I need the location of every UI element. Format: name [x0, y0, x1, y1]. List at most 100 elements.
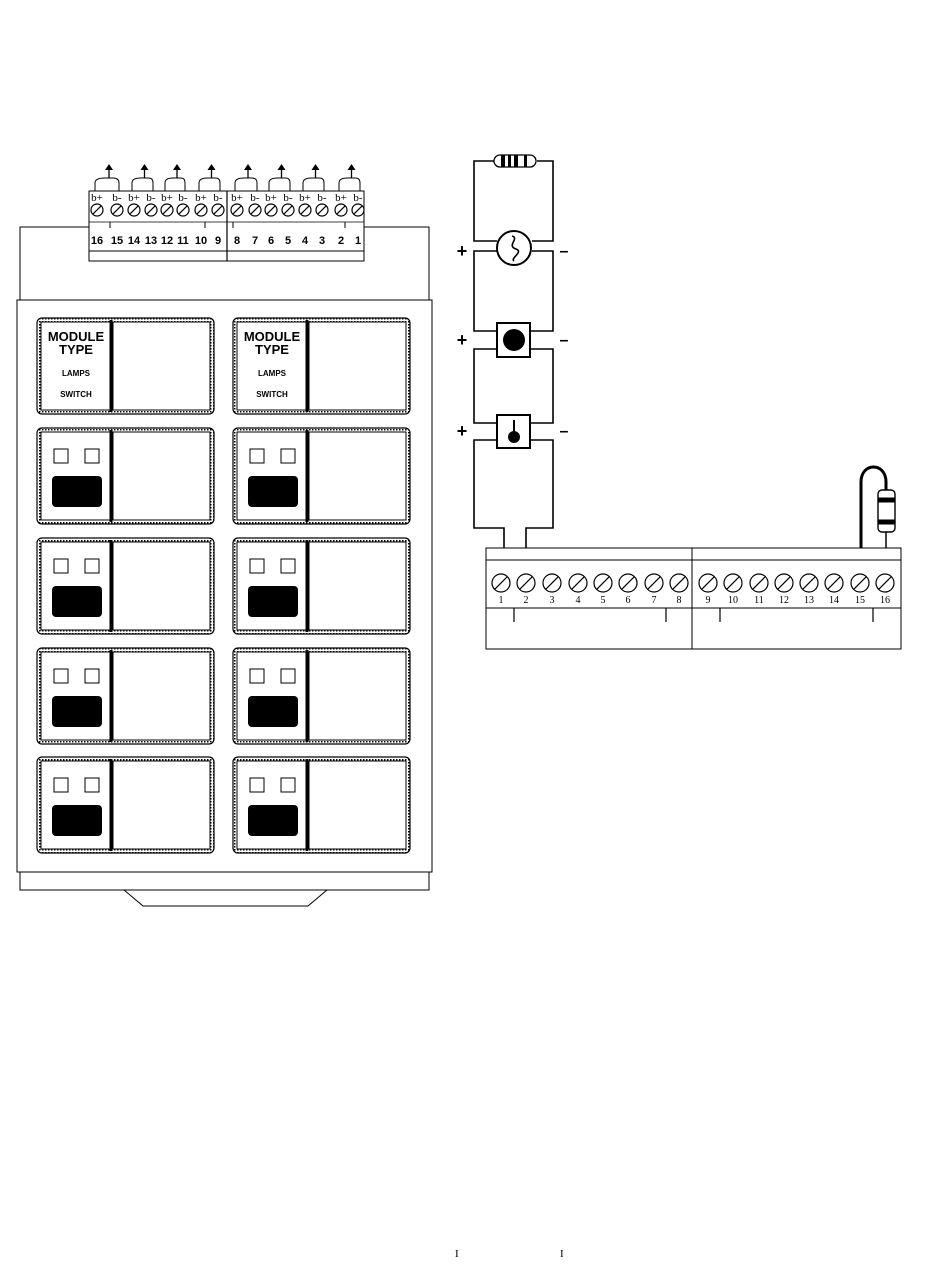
polarity-minus-label: b-	[250, 192, 260, 204]
terminal-screw	[645, 574, 663, 592]
switch-label: SWITCH	[60, 390, 92, 399]
terminal-number: 2	[338, 235, 344, 247]
terminal-screw	[517, 574, 535, 592]
indicator-lamp	[250, 559, 264, 573]
terminal-number: 10	[728, 595, 738, 606]
polarity-minus-mark: –	[560, 243, 569, 260]
terminal-screw	[282, 204, 294, 216]
terminal-number: 3	[550, 595, 555, 606]
terminal-number: 5	[285, 235, 291, 247]
polarity-plus-label: b+	[91, 192, 103, 204]
end-of-line-resistor-icon	[494, 155, 536, 167]
terminal-number: 14	[128, 235, 141, 247]
heat-detector-icon	[497, 231, 531, 265]
terminal-screw	[876, 574, 894, 592]
terminal-number: 16	[880, 595, 890, 606]
terminal-number: 8	[677, 595, 682, 606]
terminal-number: 14	[829, 595, 839, 606]
zone-module	[233, 648, 410, 744]
zone-module	[37, 428, 214, 524]
zone-switch-button[interactable]	[52, 586, 102, 617]
indicator-lamp	[54, 669, 68, 683]
terminal-screw	[212, 204, 224, 216]
indicator-lamp	[281, 449, 295, 463]
module-type-label: TYPE	[255, 342, 289, 357]
indicator-lamp	[281, 778, 295, 792]
polarity-plus-mark: +	[457, 421, 468, 441]
terminal-number: 3	[319, 235, 325, 247]
terminal-screw	[670, 574, 688, 592]
polarity-plus-mark: +	[457, 241, 468, 261]
zone-switch-button[interactable]	[248, 586, 298, 617]
terminal-number: 7	[252, 235, 258, 247]
terminal-number: 11	[754, 595, 764, 606]
terminal-screw	[128, 204, 140, 216]
terminal-screw	[724, 574, 742, 592]
indicator-lamp	[85, 559, 99, 573]
terminal-screw	[231, 204, 243, 216]
up-arrow-icon	[132, 164, 153, 191]
lamps-label: LAMPS	[62, 369, 91, 378]
indicator-lamp	[54, 778, 68, 792]
zone-switch-button[interactable]	[248, 696, 298, 727]
polarity-plus-label: b+	[128, 192, 140, 204]
terminal-screw	[569, 574, 587, 592]
terminal-number: 6	[268, 235, 274, 247]
terminal-number: 16	[91, 235, 103, 247]
up-arrow-icon	[269, 164, 290, 191]
up-arrow-icon	[165, 164, 185, 191]
switch-label: SWITCH	[256, 390, 288, 399]
terminal-screw	[699, 574, 717, 592]
terminal-number: 4	[302, 235, 309, 247]
up-arrow-icon	[95, 164, 119, 191]
zone-switch-button[interactable]	[52, 696, 102, 727]
terminal-screw	[265, 204, 277, 216]
zone-switch-button[interactable]	[248, 476, 298, 507]
polarity-minus-label: b-	[112, 192, 122, 204]
terminal-screw	[316, 204, 328, 216]
module-label-card: MODULETYPELAMPSSWITCH	[37, 318, 214, 414]
terminal-number: 13	[145, 235, 157, 247]
zone-switch-button[interactable]	[52, 805, 102, 836]
terminal-screw	[177, 204, 189, 216]
terminal-screw	[249, 204, 261, 216]
zone-module	[37, 757, 214, 853]
polarity-plus-label: b+	[195, 192, 207, 204]
polarity-minus-mark: –	[560, 332, 569, 349]
polarity-plus-label: b+	[265, 192, 277, 204]
terminal-number: 12	[161, 235, 173, 247]
polarity-plus-label: b+	[161, 192, 173, 204]
terminal-screw	[543, 574, 561, 592]
loop-wire	[530, 349, 553, 423]
indicator-lamp	[85, 669, 99, 683]
terminal-number: 7	[652, 595, 657, 606]
terminal-number: 1	[355, 235, 361, 247]
zone-switch-button[interactable]	[52, 476, 102, 507]
indicator-lamp	[250, 778, 264, 792]
indicator-lamp	[54, 449, 68, 463]
terminal-number: 2	[524, 595, 529, 606]
indicator-lamp	[250, 449, 264, 463]
terminal-screw	[111, 204, 123, 216]
terminal-screw	[335, 204, 347, 216]
polarity-minus-label: b-	[353, 192, 363, 204]
loop-wire	[474, 251, 497, 331]
indicator-lamp	[54, 559, 68, 573]
indicator-lamp	[250, 669, 264, 683]
indicator-lamp	[85, 778, 99, 792]
loop-wire	[532, 161, 553, 241]
terminal-screw	[594, 574, 612, 592]
terminal-number: 6	[626, 595, 631, 606]
polarity-plus-label: b+	[335, 192, 347, 204]
manual-pull-station-icon	[497, 415, 530, 448]
terminal-number: 13	[804, 595, 814, 606]
line-fuse-icon	[861, 467, 895, 548]
indicator-lamp	[281, 669, 295, 683]
zone-switch-button[interactable]	[248, 805, 298, 836]
lamps-label: LAMPS	[258, 369, 287, 378]
terminal-number: 10	[195, 235, 207, 247]
